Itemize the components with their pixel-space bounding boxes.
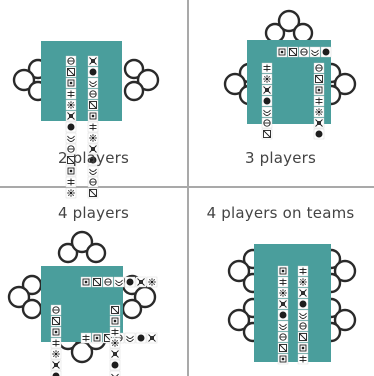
game-tile xyxy=(88,67,98,77)
game-tile xyxy=(136,277,146,287)
game-tile xyxy=(278,354,288,364)
game-tile xyxy=(66,78,76,88)
player-seat-right xyxy=(125,60,158,100)
game-tile xyxy=(66,122,76,132)
game-tile xyxy=(147,277,157,287)
game-tile xyxy=(51,371,61,376)
game-tile xyxy=(103,277,113,287)
game-tile xyxy=(66,100,76,110)
game-tile xyxy=(299,47,309,57)
game-tile xyxy=(66,166,76,176)
game-tile xyxy=(88,111,98,121)
game-tile xyxy=(88,100,98,110)
game-tile xyxy=(298,321,308,331)
game-tile xyxy=(92,277,102,287)
game-tile xyxy=(125,277,135,287)
game-tile xyxy=(110,371,120,376)
game-tile xyxy=(110,305,120,315)
game-tile xyxy=(298,277,308,287)
game-tile xyxy=(81,277,91,287)
game-tile xyxy=(314,74,324,84)
panel-caption: 4 players on teams xyxy=(187,204,374,222)
game-tile xyxy=(51,338,61,348)
game-tile xyxy=(51,349,61,359)
game-tile xyxy=(314,85,324,95)
player-seat-top xyxy=(266,11,312,42)
game-tile xyxy=(51,305,61,315)
game-tile xyxy=(110,349,120,359)
game-tile xyxy=(110,360,120,370)
player-seat-top xyxy=(59,232,105,262)
game-tile xyxy=(298,354,308,364)
game-tile xyxy=(92,333,102,343)
game-tile xyxy=(88,166,98,176)
panel-4-players: 4 players xyxy=(0,188,187,376)
game-tile xyxy=(278,288,288,298)
game-tile xyxy=(51,360,61,370)
game-tile xyxy=(262,107,272,117)
game-tile xyxy=(110,327,120,337)
game-tile xyxy=(136,333,146,343)
game-tile xyxy=(81,333,91,343)
game-tile xyxy=(51,327,61,337)
game-tile xyxy=(88,133,98,143)
game-tile xyxy=(288,47,298,57)
player-seat-left xyxy=(9,276,41,318)
panel-3-players: 3 players xyxy=(187,0,374,188)
game-tile xyxy=(88,177,98,187)
game-tile xyxy=(66,177,76,187)
game-tile xyxy=(277,47,287,57)
game-table xyxy=(41,41,122,121)
game-tile xyxy=(66,67,76,77)
panel-caption: 2 players xyxy=(0,149,187,167)
game-tile xyxy=(88,89,98,99)
game-tile xyxy=(314,63,324,73)
game-tile xyxy=(310,47,320,57)
game-table xyxy=(254,244,331,362)
game-tile xyxy=(314,129,324,139)
game-tile xyxy=(278,332,288,342)
game-tile xyxy=(88,78,98,88)
game-tile xyxy=(66,111,76,121)
game-tile xyxy=(51,316,61,326)
game-tile xyxy=(278,343,288,353)
game-tile xyxy=(278,299,288,309)
game-tile xyxy=(278,277,288,287)
game-tile xyxy=(262,129,272,139)
game-tile xyxy=(262,74,272,84)
game-tile xyxy=(278,321,288,331)
game-tile xyxy=(298,299,308,309)
game-tile xyxy=(298,343,308,353)
game-tile xyxy=(114,277,124,287)
panel-2-players: 2 players xyxy=(0,0,187,188)
panel-4-players-teams: 4 players on teams xyxy=(187,188,374,376)
game-tile xyxy=(314,118,324,128)
game-tile xyxy=(110,316,120,326)
game-tile xyxy=(278,310,288,320)
game-tile xyxy=(262,118,272,128)
panel-caption: 3 players xyxy=(187,149,374,167)
game-tile xyxy=(262,96,272,106)
game-tile xyxy=(314,107,324,117)
game-tile xyxy=(66,133,76,143)
game-tile xyxy=(298,288,308,298)
game-tile xyxy=(66,89,76,99)
game-tile xyxy=(298,332,308,342)
game-tile xyxy=(278,266,288,276)
game-tile xyxy=(321,47,331,57)
game-tile xyxy=(314,96,324,106)
game-tile xyxy=(66,56,76,66)
game-tile xyxy=(262,85,272,95)
game-tile xyxy=(147,333,157,343)
game-tile xyxy=(262,63,272,73)
panel-caption: 4 players xyxy=(0,204,187,222)
game-tile xyxy=(88,56,98,66)
game-tile xyxy=(298,266,308,276)
game-tile xyxy=(88,122,98,132)
game-tile xyxy=(298,310,308,320)
game-tile xyxy=(125,333,135,343)
game-tile xyxy=(110,338,120,348)
